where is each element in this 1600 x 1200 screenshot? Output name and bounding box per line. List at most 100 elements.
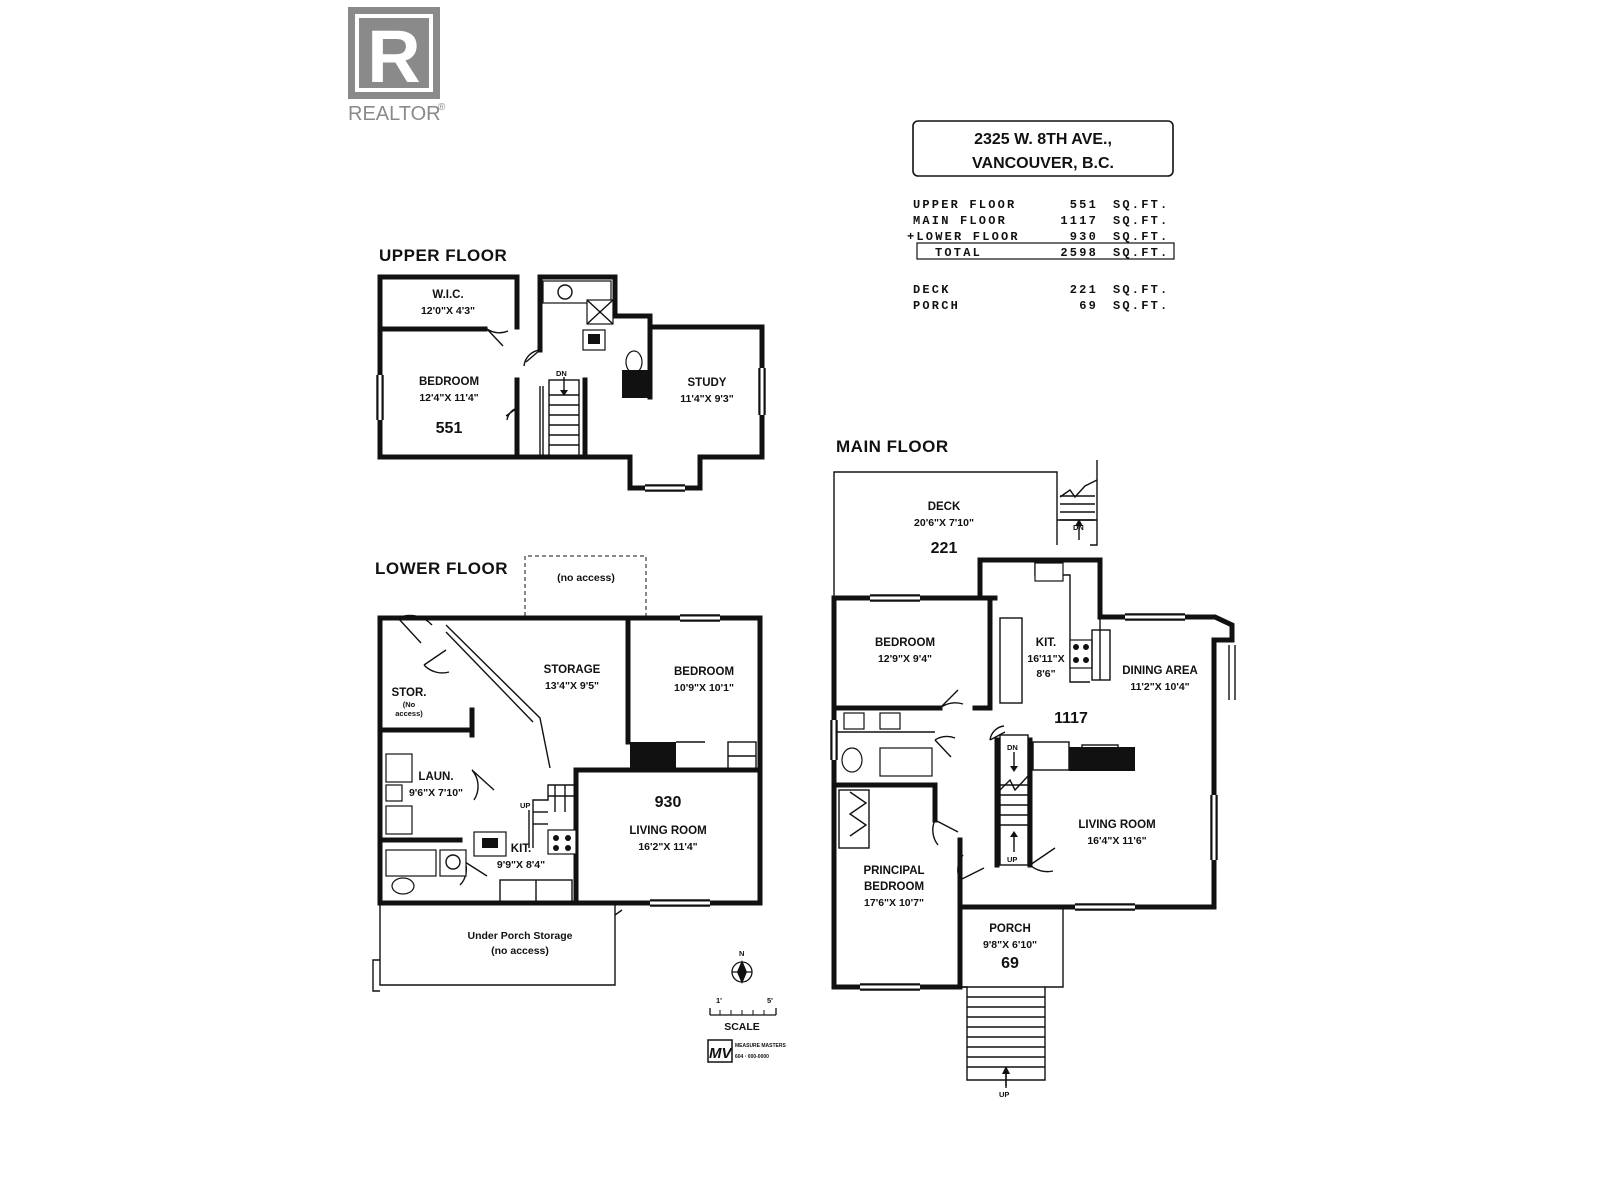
outdoor-unit: SQ.FT. xyxy=(1113,299,1169,313)
main-kitchen-dims1: 16'11"X xyxy=(1027,653,1064,665)
porch-up-label: UP xyxy=(999,1090,1009,1099)
area-value: 551 xyxy=(1070,198,1098,212)
area-label: +LOWER FLOOR xyxy=(907,230,1020,244)
lower-floor-plan: LOWER FLOOR (no access) UP xyxy=(372,555,763,992)
main-principal-name1: PRINCIPAL xyxy=(863,865,924,877)
area-table: UPPER FLOOR 551 SQ.FT. MAIN FLOOR 1117 S… xyxy=(907,198,1175,313)
area-value: 1117 xyxy=(1060,214,1098,228)
lower-living-name: LIVING ROOM xyxy=(629,825,706,837)
drafter-line1: MEASURE MASTERS xyxy=(735,1043,787,1049)
lower-stor-name: STOR. xyxy=(392,687,427,699)
main-porch-sqft: 69 xyxy=(1001,955,1019,972)
deck-dims: 20'6"X 7'10" xyxy=(914,517,974,529)
chimney xyxy=(622,370,650,398)
drafter-mark: MV xyxy=(709,1045,733,1062)
lower-living-dims: 16'2"X 11'4" xyxy=(638,841,697,853)
lower-laundry-dims: 9'6"X 7'10" xyxy=(409,787,463,799)
lower-tub xyxy=(385,849,437,877)
upper-stairs: DN xyxy=(548,369,580,458)
scale-right: 5' xyxy=(767,996,773,1005)
outdoor-value: 69 xyxy=(1079,299,1098,313)
upper-bedroom-name: BEDROOM xyxy=(419,376,479,388)
area-label: TOTAL xyxy=(935,246,982,260)
upper-sqft: 551 xyxy=(436,420,463,437)
upper-bedroom-dims: 12'4"X 11'4" xyxy=(419,392,478,404)
lower-under-porch-line2: (no access) xyxy=(491,945,549,957)
outdoor-label: DECK xyxy=(913,283,951,297)
lower-floor-title: LOWER FLOOR xyxy=(375,559,508,578)
lower-sqft: 930 xyxy=(655,794,682,811)
main-stove xyxy=(1069,639,1093,669)
lower-stor-note1: (No xyxy=(403,700,416,709)
scale-bar: 1' 5' SCALE xyxy=(709,996,777,1033)
lower-under-porch-line1: Under Porch Storage xyxy=(467,930,572,942)
drafter-line2: 604 · 000-0000 xyxy=(735,1054,769,1060)
lower-kitchen-dims: 9'9"X 8'4" xyxy=(497,859,545,871)
lower-chimney xyxy=(630,742,676,770)
main-sqft: 1117 xyxy=(1054,710,1088,727)
main-tub xyxy=(879,747,933,777)
address-box: 2325 W. 8TH AVE., VANCOUVER, B.C. xyxy=(912,120,1174,177)
lower-no-access: (no access) xyxy=(557,572,615,584)
main-dining-dims: 11'2"X 10'4" xyxy=(1130,681,1189,693)
lower-toilet xyxy=(391,877,415,895)
toilet-fixture xyxy=(625,350,643,374)
main-floor-plan: MAIN FLOOR DN DECK 20'6"X 7'10" 221 xyxy=(830,437,1236,1099)
address-line1: 2325 W. 8TH AVE., xyxy=(974,131,1112,148)
total-box xyxy=(916,242,1175,260)
lower-windows xyxy=(650,614,720,907)
logo-label: REALTOR xyxy=(348,103,441,125)
main-toilet xyxy=(841,747,863,773)
main-porch-dims: 9'8"X 6'10" xyxy=(983,939,1037,951)
porch-stairs: UP xyxy=(967,996,1045,1099)
main-sink-1 xyxy=(843,712,865,730)
lower-kitchen-name: KIT. xyxy=(511,843,531,855)
outdoor-label: PORCH xyxy=(913,299,960,313)
upper-wic-dims: 12'0"X 4'3" xyxy=(421,305,475,317)
area-label: MAIN FLOOR xyxy=(913,214,1007,228)
main-porch-name: PORCH xyxy=(989,923,1031,935)
main-living-dims: 16'4"X 11'6" xyxy=(1087,835,1146,847)
area-value: 2598 xyxy=(1060,246,1098,260)
upper-floor-plan: UPPER FLOOR DN xyxy=(376,246,766,492)
main-dining-name: DINING AREA xyxy=(1122,665,1198,677)
logo-mark: R xyxy=(367,15,420,98)
lower-stairs: UP xyxy=(520,784,576,848)
main-floor-title: MAIN FLOOR xyxy=(836,437,949,456)
north-arrow: N xyxy=(731,949,753,984)
area-unit: SQ.FT. xyxy=(1113,214,1169,228)
main-sink-2 xyxy=(879,712,901,730)
main-kitchen-sink xyxy=(1034,562,1064,582)
north-label: N xyxy=(739,949,744,958)
upper-study-dims: 11'4"X 9'3" xyxy=(680,393,734,405)
upper-floor-title: UPPER FLOOR xyxy=(379,246,507,265)
main-principal-name2: BEDROOM xyxy=(864,881,924,893)
main-windows xyxy=(830,594,1236,991)
main-stairs: DN UP xyxy=(999,734,1029,866)
dryer xyxy=(385,805,413,835)
main-principal-dims: 17'6"X 10'7" xyxy=(864,897,924,909)
scale-label: SCALE xyxy=(724,1021,760,1033)
upper-dn-label: DN xyxy=(556,369,567,378)
upper-windows xyxy=(376,368,766,492)
area-value: 930 xyxy=(1070,230,1098,244)
lower-vanity xyxy=(439,849,467,877)
deck-sqft: 221 xyxy=(931,540,958,557)
washer xyxy=(385,753,413,783)
deck-stairs: DN xyxy=(1059,479,1098,540)
main-up-label: UP xyxy=(1007,855,1017,864)
realtor-logo: R REALTOR ® xyxy=(348,7,446,125)
deck-dn-label: DN xyxy=(1073,523,1084,532)
area-unit: SQ.FT. xyxy=(1113,246,1169,260)
lower-laundry-name: LAUN. xyxy=(418,771,453,783)
main-bedroom-dims: 12'9"X 9'4" xyxy=(878,653,932,665)
upper-study-name: STUDY xyxy=(688,377,727,389)
lower-bedroom-name: BEDROOM xyxy=(674,666,734,678)
drafter-logo: MV MEASURE MASTERS 604 · 000-0000 xyxy=(707,1039,787,1063)
lower-stor-note2: access) xyxy=(395,709,423,718)
outdoor-value: 221 xyxy=(1070,283,1098,297)
area-unit: SQ.FT. xyxy=(1113,230,1169,244)
area-unit: SQ.FT. xyxy=(1113,198,1169,212)
main-kitchen-dims2: 8'6" xyxy=(1036,668,1055,680)
